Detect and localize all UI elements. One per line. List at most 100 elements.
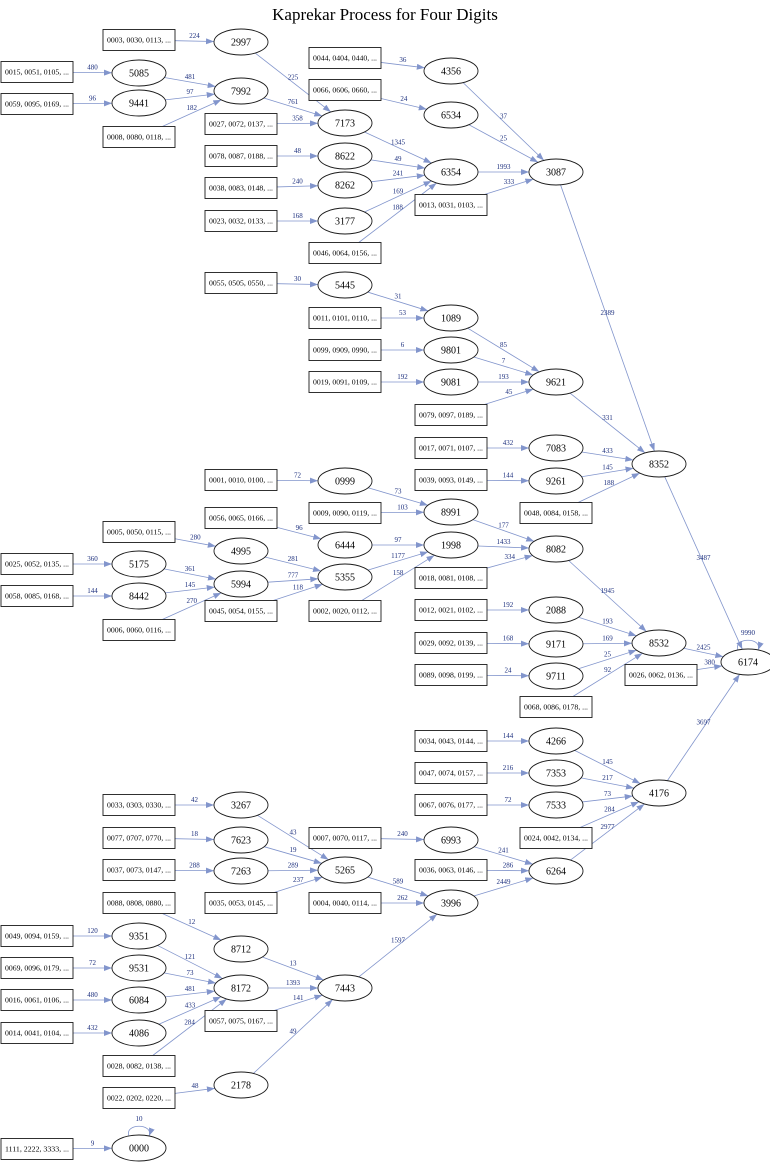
- edge-label: 120: [87, 927, 98, 935]
- edge-label: 144: [503, 472, 514, 480]
- node-r0001: 0001, 0010, 0100, ...: [204, 469, 278, 491]
- nodes-layer: 2997508594417992717386228262317743566534…: [0, 28, 770, 1162]
- node-r0089: 0089, 0098, 0199, ...: [414, 664, 488, 686]
- edge-9801-9621: 7: [473, 356, 534, 376]
- edge-r0056-6444: 96: [276, 524, 322, 540]
- node-label: 1998: [441, 541, 461, 552]
- edge-5355-1998: 1177: [367, 551, 429, 571]
- edge-label: 358: [292, 114, 303, 122]
- edge-label: 284: [184, 1018, 195, 1026]
- node-label: 5265: [335, 866, 355, 877]
- edge-label: 141: [293, 994, 304, 1002]
- node-label: 2088: [546, 606, 566, 617]
- node-label: 7992: [231, 87, 251, 98]
- edge-8262-6354: 241: [371, 170, 425, 183]
- node-r0049: 0049, 0094, 0159, ...: [0, 925, 74, 947]
- edge-r0067-7533: 72: [487, 796, 529, 808]
- node-5265: 5265: [317, 856, 373, 884]
- node-r0012: 0012, 0021, 0102, ...: [414, 599, 488, 621]
- edge-label: 10: [136, 1115, 144, 1123]
- edge-label: 31: [395, 293, 403, 301]
- node-label: 0004, 0040, 0114, ...: [313, 899, 377, 908]
- edge-8442-5994: 145: [165, 581, 215, 594]
- edge-label: 334: [505, 553, 516, 561]
- edge-label: 480: [87, 64, 98, 72]
- edge-label: 121: [185, 953, 196, 961]
- node-label: 3177: [335, 217, 355, 228]
- node-label: 0057, 0075, 0167, ...: [209, 1017, 273, 1026]
- edge-r0002-1998: 158: [361, 554, 435, 601]
- node-3087: 3087: [528, 158, 584, 186]
- node-r0011: 0011, 0101, 0110, ...: [308, 307, 382, 329]
- edge-8352-6174: 3487: [664, 476, 743, 650]
- node-r0079: 0079, 0097, 0189, ...: [414, 404, 488, 426]
- node-r0027: 0027, 0072, 0137, ...: [204, 113, 278, 135]
- node-label: 0016, 0061, 0106, ...: [5, 996, 69, 1005]
- edge-7443-3996: 1597: [358, 913, 438, 978]
- node-8352: 8352: [631, 450, 687, 478]
- node-r0048: 0048, 0084, 0158, ...: [519, 502, 593, 524]
- node-r0035: 0035, 0053, 0145, ...: [204, 892, 278, 914]
- edge-label: 216: [503, 764, 514, 772]
- node-6534: 6534: [423, 101, 479, 129]
- edge-label: 224: [189, 32, 200, 40]
- node-6084: 6084: [111, 986, 167, 1014]
- node-label: 0035, 0053, 0145, ...: [209, 899, 273, 908]
- node-label: 0068, 0086, 0178, ...: [524, 703, 588, 712]
- node-0000: 0000: [111, 1134, 167, 1162]
- node-label: 0028, 0082, 0138, ...: [107, 1062, 171, 1071]
- node-6264: 6264: [528, 857, 584, 885]
- edge-label: 380: [704, 659, 715, 667]
- edge-6354-3087: 1993: [478, 163, 529, 175]
- edge-r0011-1089: 53: [381, 309, 424, 321]
- node-r0039: 0039, 0093, 0149, ...: [414, 469, 488, 491]
- node-label: 4995: [231, 547, 251, 558]
- node-label: 9351: [129, 932, 149, 943]
- node-label: 0007, 0070, 0117, ...: [313, 834, 377, 843]
- edge-label: 73: [187, 969, 195, 977]
- edge-2088-8532: 193: [578, 616, 637, 637]
- edge-r0003-2997: 224: [174, 32, 215, 45]
- node-label: 0001, 0010, 0100, ...: [209, 476, 273, 485]
- node-label: 0044, 0404, 0440, ...: [313, 54, 377, 63]
- edge-label: 9: [91, 1139, 95, 1147]
- edge-label: 281: [288, 555, 299, 563]
- edge-label: 144: [503, 732, 514, 740]
- edge-label: 286: [503, 862, 514, 870]
- edge-4356-3087: 37: [462, 82, 545, 161]
- edge-label: 43: [290, 829, 298, 837]
- node-label: 0009, 0090, 0119, ...: [313, 509, 377, 518]
- node-label: 8532: [649, 639, 669, 650]
- edge-r0034-4266: 144: [487, 732, 529, 744]
- node-label: 0999: [335, 477, 355, 488]
- edge-label: 72: [294, 472, 302, 480]
- node-r0046: 0046, 0064, 0156, ...: [308, 242, 382, 264]
- node-r0055: 0055, 0505, 0550, ...: [204, 272, 278, 294]
- node-label: 0015, 0051, 0105, ...: [5, 68, 69, 77]
- node-r0019: 0019, 0091, 0109, ...: [308, 371, 382, 393]
- edge-label: 241: [393, 170, 404, 178]
- node-r0036: 0036, 0063, 0146, ...: [414, 859, 488, 881]
- node-r0088: 0088, 0808, 0880, ...: [102, 892, 176, 914]
- node-label: 9261: [546, 477, 566, 488]
- node-r0007: 0007, 0070, 0117, ...: [308, 827, 382, 849]
- node-4086: 4086: [111, 1019, 167, 1047]
- node-r0069: 0069, 0096, 0179, ...: [0, 957, 74, 979]
- edge-4995-5355: 281: [264, 555, 322, 572]
- edge-label: 168: [503, 635, 514, 643]
- node-label: 9801: [441, 346, 461, 357]
- node-r0033: 0033, 0303, 0330, ...: [102, 794, 176, 816]
- node-r0025: 0025, 0052, 0135, ...: [0, 553, 74, 575]
- edge-r0058-8442: 144: [73, 587, 112, 599]
- edge-label: 240: [292, 177, 303, 185]
- edge-0000-0000: 10: [128, 1115, 155, 1137]
- edge-label: 481: [185, 985, 196, 993]
- node-label: 4176: [649, 789, 669, 800]
- node-label: 0017, 0071, 0107, ...: [419, 444, 483, 453]
- node-r0022: 0022, 0202, 0220, ...: [102, 1087, 176, 1109]
- node-r0077: 0077, 0707, 0770, ...: [102, 827, 176, 849]
- edge-r0028-8172: 284: [152, 998, 227, 1056]
- edge-label: 237: [293, 876, 304, 884]
- edge-6264-4176: 2977: [570, 803, 645, 861]
